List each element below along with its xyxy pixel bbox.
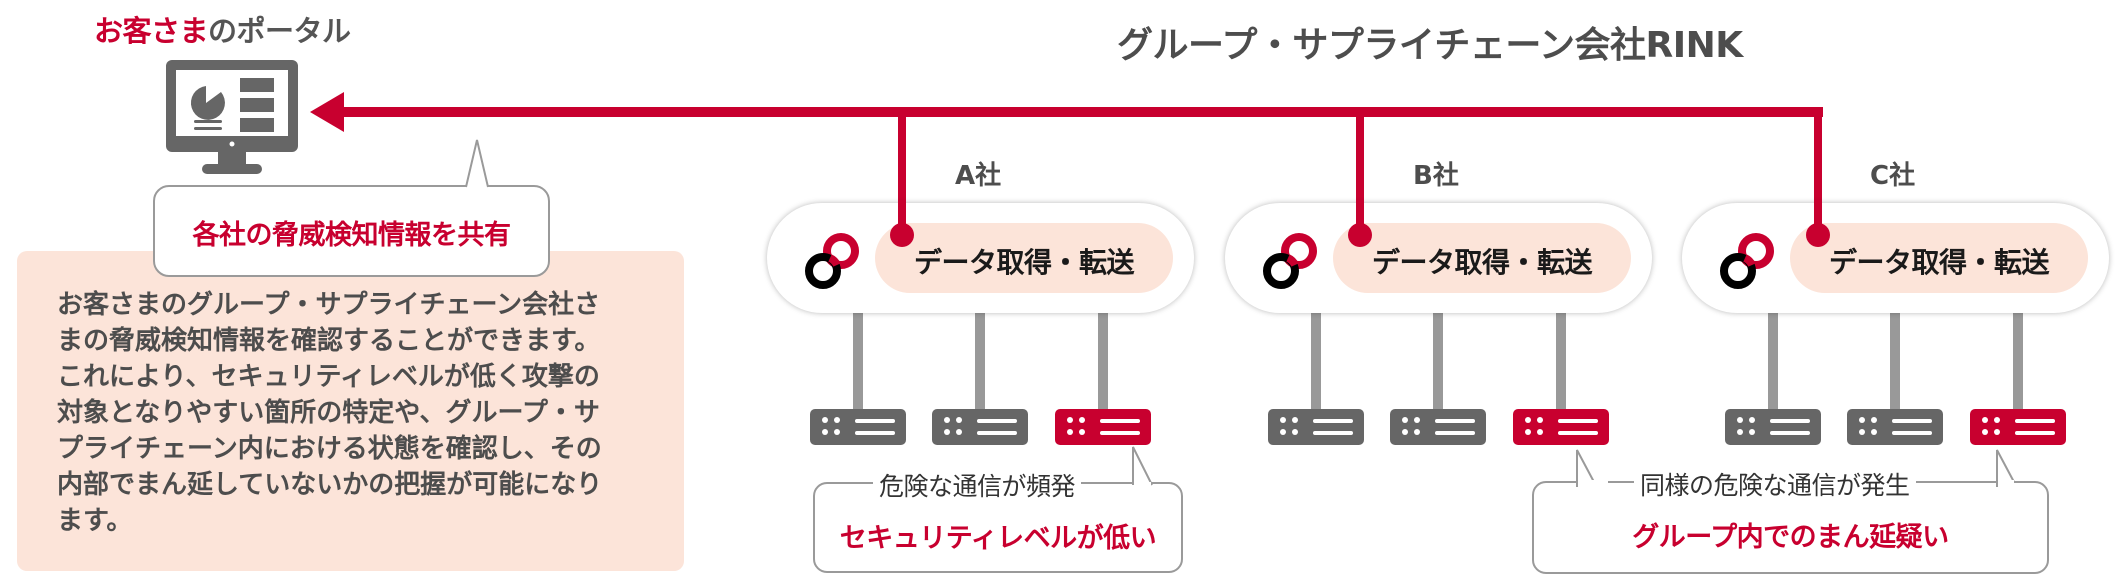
chain-link-logo-icon (805, 233, 859, 289)
company-node-c: データ取得・転送 (1682, 203, 2109, 313)
alert-callout-head: 同様の危険な通信が発生 (1634, 466, 1916, 502)
alert-callout-main: グループ内でのまん延疑い (1632, 522, 1949, 553)
server-icon (932, 409, 1028, 445)
connection-dot-icon (1348, 223, 1372, 247)
alert-callout-head: 危険な通信が頻発 (873, 467, 1082, 503)
server-alert-icon (1970, 409, 2066, 445)
company-node-a: データ取得・転送 (767, 203, 1194, 313)
server-icon (810, 409, 906, 445)
description-line: 対象となりやすい箇所の特定や、グループ・サ (57, 398, 600, 428)
connection-dot-icon (890, 223, 914, 247)
data-transfer-node-a: データ取得・転送 (875, 223, 1173, 293)
description-line: 内部でまん延していないかの把握が可能になり (57, 470, 603, 500)
share-callout-text: 各社の脅威検知情報を共有 (192, 220, 512, 251)
alert-callout-a-tail (1132, 446, 1153, 486)
alert-callout-c-tail (1996, 449, 2015, 488)
arrow-head-icon (310, 92, 344, 132)
company-node-b: データ取得・転送 (1225, 203, 1652, 313)
company-label-b: B社 (1413, 161, 1459, 191)
description-line: お客さまのグループ・サプライチェーン会社さ (57, 290, 601, 320)
server-alert-icon (1513, 409, 1609, 445)
description-line: ます。 (57, 506, 133, 536)
server-icon (1847, 409, 1943, 445)
server-icon (1268, 409, 1364, 445)
alert-callout-b-tail (1576, 449, 1608, 488)
alert-callout-main: セキュリティレベルが低い (839, 523, 1157, 554)
description-text: お客さまのグループ・サプライチェーン会社さ まの脅威検知情報を確認することができ… (57, 287, 657, 539)
data-transfer-node-c: データ取得・転送 (1790, 223, 2088, 293)
description-line: プライチェーン内における状態を確認し、その (57, 434, 602, 464)
alert-callout-a: 危険な通信が頻発 セキュリティレベルが低い (813, 467, 1183, 573)
data-transfer-label: データ取得・転送 (1371, 246, 1593, 279)
description-line: まの脅威検知情報を確認することができます。 (57, 326, 601, 356)
monitor-dashboard-icon (166, 60, 298, 174)
share-callout-tail (465, 139, 489, 188)
company-label-a: A社 (955, 161, 1002, 191)
data-transfer-label: データ取得・転送 (913, 246, 1135, 279)
company-label-c: C社 (1870, 161, 1916, 191)
server-stems (853, 312, 2023, 410)
alert-callout-bc: 同様の危険な通信が発生 グループ内でのまん延疑い (1532, 466, 2049, 574)
chain-link-logo-icon (1263, 233, 1317, 289)
portal-title: お客さまのポータル (94, 8, 351, 50)
group-title: グループ・サプライチェーン会社RINK (1117, 25, 1743, 66)
chain-link-logo-icon (1720, 233, 1774, 289)
server-icon (1390, 409, 1486, 445)
description-line: これにより、セキュリティレベルが低く攻撃の (57, 362, 600, 392)
share-callout: 各社の脅威検知情報を共有 (153, 185, 550, 277)
connection-dot-icon (1806, 223, 1830, 247)
data-transfer-node-b: データ取得・転送 (1333, 223, 1631, 293)
portal-title-rest: のポータル (208, 14, 351, 48)
data-transfer-label: データ取得・転送 (1828, 246, 2050, 279)
portal-title-highlight: お客さま (94, 14, 209, 48)
server-alert-icon (1055, 409, 1151, 445)
server-icon (1725, 409, 1821, 445)
description-panel: お客さまのグループ・サプライチェーン会社さ まの脅威検知情報を確認することができ… (17, 251, 684, 571)
